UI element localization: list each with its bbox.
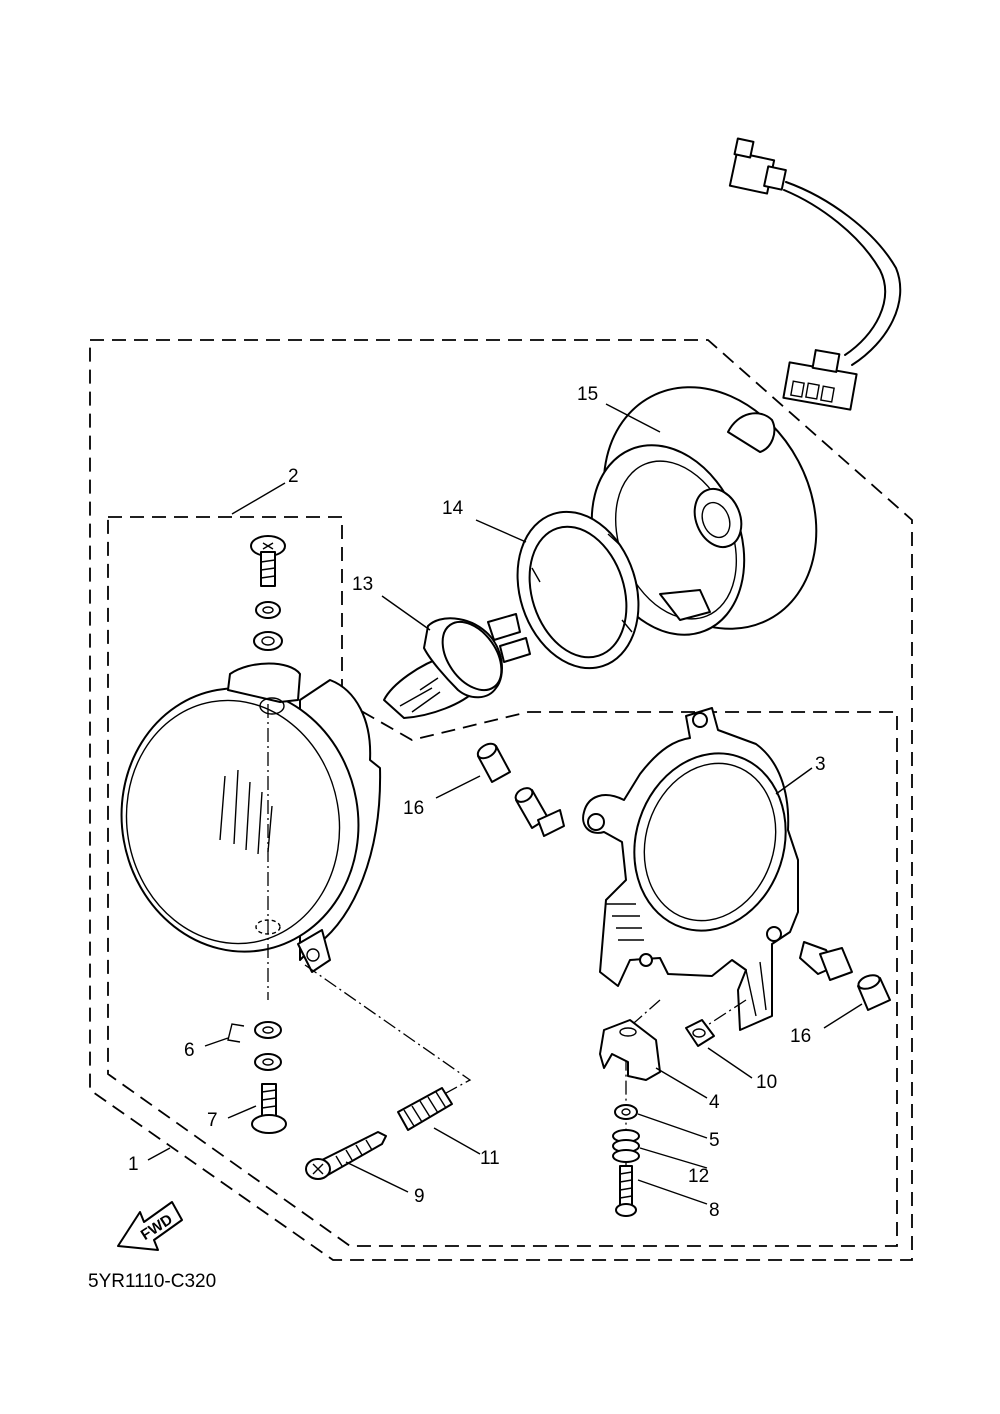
bushing-right [857, 974, 891, 1011]
headlight-housing [590, 386, 818, 636]
pivot-bolt-right [799, 941, 853, 981]
wire-harness [728, 137, 902, 411]
bushing-left [476, 742, 511, 783]
connector-top [728, 137, 787, 195]
clip-nut [685, 1019, 715, 1047]
callout-5: 5 [709, 1130, 720, 1151]
callout-15: 15 [577, 384, 598, 405]
lower-screw [251, 1083, 287, 1134]
lower-washers [227, 1021, 282, 1071]
washer-5 [614, 1104, 638, 1120]
callout-11: 11 [480, 1148, 500, 1169]
callout-10: 10 [756, 1072, 777, 1093]
connector-bottom [782, 349, 858, 411]
alignment-line-clip [699, 999, 747, 1031]
adjuster-spring [397, 1087, 453, 1131]
bulb-retaining-ring [516, 510, 640, 670]
callout-3: 3 [815, 754, 826, 775]
spring-12 [612, 1129, 640, 1163]
callout-1: 1 [128, 1154, 139, 1175]
callout-16-left: 16 [403, 798, 424, 819]
callout-16-right: 16 [790, 1026, 811, 1047]
callout-9: 9 [414, 1186, 425, 1207]
halogen-bulb [383, 613, 531, 719]
callout-8: 8 [709, 1200, 720, 1221]
assembly-1-boundary [89, 339, 913, 1261]
screw-8 [615, 1165, 637, 1217]
callout-13: 13 [352, 574, 373, 595]
callout-12: 12 [688, 1166, 709, 1187]
pivot-bolt-left [514, 787, 565, 837]
fwd-arrow-icon: FWD [117, 1201, 183, 1251]
headlight-unit [120, 662, 382, 973]
adjuster-bracket [599, 1019, 661, 1081]
callout-2: 2 [288, 466, 299, 487]
callout-4: 4 [709, 1092, 720, 1113]
callout-6: 6 [184, 1040, 195, 1061]
callout-7: 7 [207, 1110, 218, 1131]
diagram-code: 5YR1110-C320 [88, 1271, 216, 1292]
mounting-bracket [582, 707, 799, 1031]
callout-14: 14 [442, 498, 464, 519]
upper-screw-washers [250, 535, 286, 651]
leader-lines [147, 403, 863, 1205]
adjuster-screw [305, 1131, 387, 1180]
alignment-line-adjuster [304, 964, 472, 1119]
